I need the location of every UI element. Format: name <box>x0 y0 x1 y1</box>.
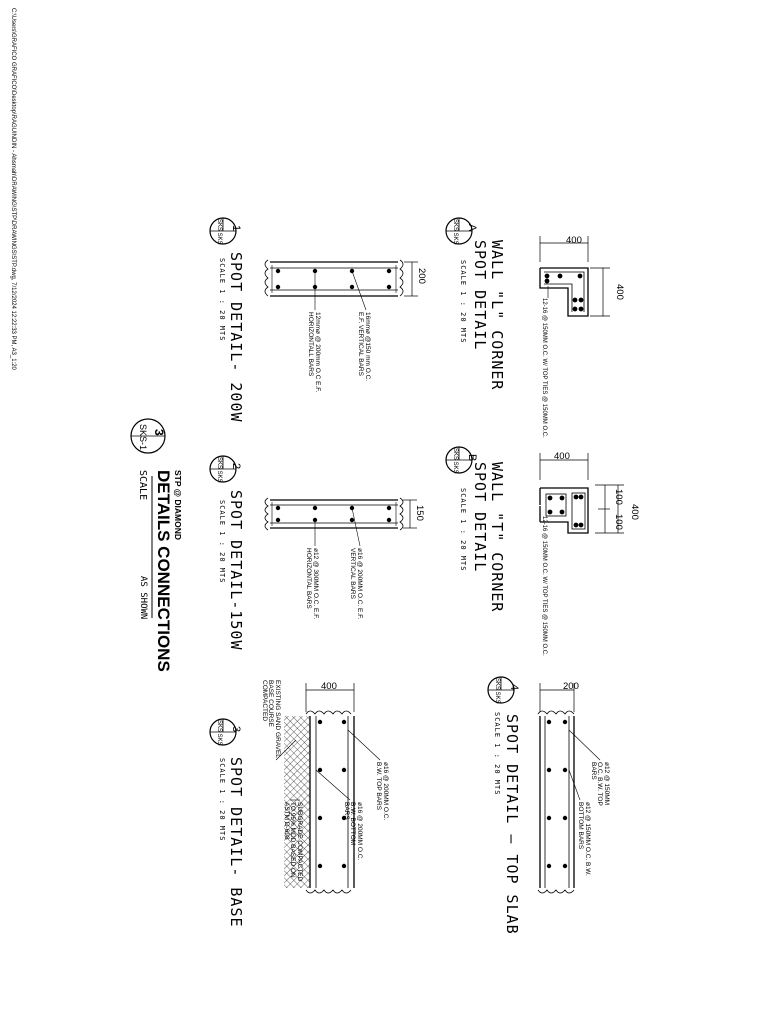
detail-a-dim-h: 400 <box>566 235 582 246</box>
detail-2-title: SPOT DETAIL-150W <box>227 490 245 651</box>
detail-a-scale: SCALE 1 : 20 MTS <box>459 260 467 344</box>
detail-a-dim-v: 400 <box>614 284 625 300</box>
detail-b-dim-v: 400 <box>629 504 640 520</box>
detail-4-section <box>537 683 601 894</box>
detail-2-section <box>264 497 417 547</box>
detail-b-title-1: WALL "T" CORNER <box>488 462 506 613</box>
detail-4-scale: SCALE 1 : 20 MTS <box>493 712 501 796</box>
sheet-title: DETAILS CONNECTIONS <box>154 470 173 672</box>
sheet-scale-label: SCALE <box>137 470 148 501</box>
detail-1-dim: 200 <box>416 268 427 284</box>
detail-2-num: 2 <box>230 463 242 470</box>
detail-3-note-2: ø16 @ 200MM O.C. B.W. BOTTOM BARS <box>343 802 363 861</box>
detail-a-ref: SKS SKS <box>452 219 458 245</box>
detail-1-title: SPOT DETAIL- 200W <box>227 252 245 423</box>
detail-2-scale: SCALE 1 : 20 MTS <box>218 500 226 584</box>
sheet-scale-value: AS SHOWN <box>138 576 148 620</box>
detail-b-section <box>539 453 624 534</box>
detail-4-note-2: ø12 @ 150MM O.C. B.W. BOTTOM BARS <box>577 802 592 876</box>
detail-2-dim: 150 <box>414 505 425 521</box>
detail-1-note-2: 12mmø @ 200mm O.C E.F. HORIZONTALL BARS <box>307 312 322 393</box>
detail-b-ref: SKS SKS <box>452 448 458 474</box>
detail-4-note-1: ø12 @ 150MM O.C. B.W. TOP BARS <box>590 762 610 806</box>
sheet-ref: SKS-1 <box>138 424 148 451</box>
detail-a-title-2: SPOT DETAIL <box>471 240 489 351</box>
detail-a-title-1: WALL "L" CORNER <box>488 240 506 391</box>
detail-2-ref: SKS SKS <box>216 457 222 483</box>
detail-b-scale: SCALE 1 : 20 MTS <box>459 488 467 572</box>
detail-1-scale: SCALE 1 : 20 MTS <box>218 258 226 342</box>
detail-3-title: SPOT DETAIL- BASE <box>227 757 245 928</box>
detail-1-note-1: 16mmø @150 mm O.C. E.F. VERTICAL BARS <box>357 312 372 382</box>
detail-3-scale: SCALE 1 : 20 MTS <box>218 758 226 842</box>
detail-1-section <box>264 259 418 311</box>
detail-a-note: 12-16 @ 150MM O.C. W/ TOP TIES @ 150MM O… <box>541 298 547 438</box>
sheet-subtitle: STP @ DIAMOND <box>173 470 183 540</box>
detail-3-num: 3 <box>230 726 242 733</box>
detail-1-ref: SKS SKS <box>216 219 222 245</box>
detail-b-title-2: SPOT DETAIL <box>471 462 489 573</box>
detail-a-tag: A <box>466 224 478 232</box>
detail-4-ref: SKS SKS <box>494 678 500 704</box>
detail-b-dim-h: 400 <box>554 451 570 462</box>
detail-2-note-1: ø16 @ 200MM O.C. E.F. VERTICAL BARS <box>349 548 364 620</box>
detail-4-num: 4 <box>508 684 520 691</box>
detail-4-dim: 200 <box>563 681 579 692</box>
detail-3-note-3: SUBGRADE COMPACTED TO 95% MDD BASED ON A… <box>283 802 303 882</box>
detail-b-dim-a: 100 <box>613 489 624 505</box>
detail-2-note-2: ø12 @ 300MM O.C. E.F. HORIZONTAL BARS <box>305 548 320 620</box>
detail-b-dim-b: 100 <box>613 514 624 530</box>
detail-b-note: 12-16 @ 150MM O.C. W/ TOP TIES @ 150MM O… <box>541 516 547 656</box>
detail-a-section <box>539 236 610 317</box>
detail-3-dim: 400 <box>321 681 337 692</box>
detail-1-num: 1 <box>230 225 242 232</box>
detail-3-section <box>275 683 381 894</box>
detail-3-note-1: ø16 @ 200MM O.C. B.W. TOP BARS <box>375 762 390 821</box>
detail-4-title: SPOT DETAIL – TOP SLAB <box>503 714 521 935</box>
sheet-number: 3 <box>152 429 166 436</box>
detail-bubbles <box>130 217 515 746</box>
detail-b-tag: B <box>466 454 478 462</box>
detail-3-note-4: EXISTING SAND GRAVEL BASE COURSE COMPACT… <box>261 680 281 758</box>
detail-3-ref: SKS SKS <box>216 720 222 746</box>
